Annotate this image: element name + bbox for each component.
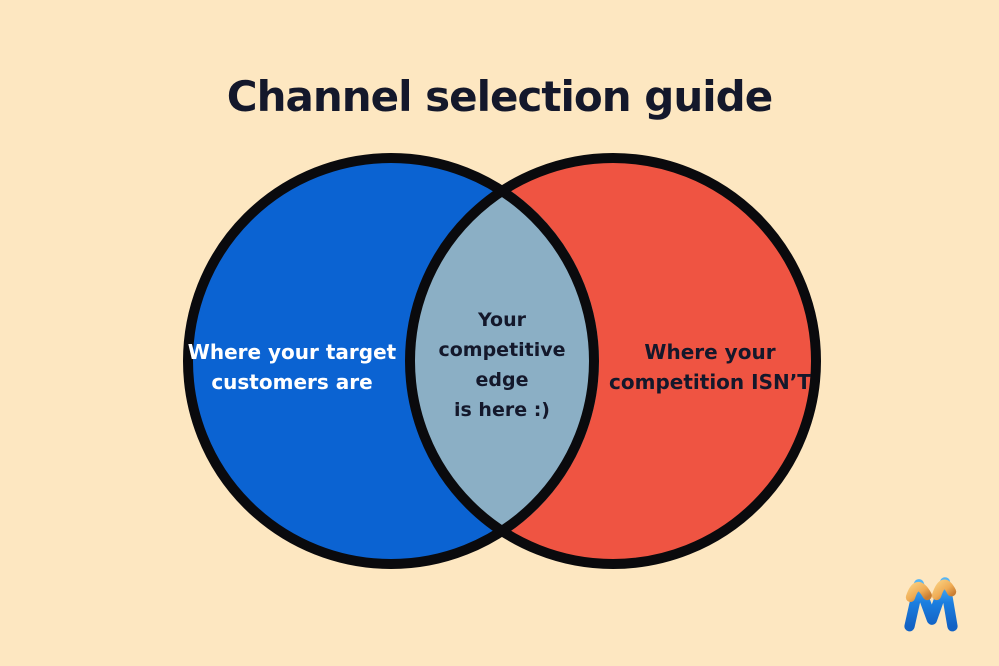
- left-circle-label: Where your target customers are: [187, 340, 397, 394]
- m-logo-right-cap: [931, 579, 957, 601]
- m-logo-blue-strokes: [904, 577, 958, 632]
- right-circle-label: Where your competition ISN’T: [609, 340, 811, 394]
- m-logo-icon: [904, 577, 958, 632]
- page-title: Channel selection guide: [226, 72, 773, 121]
- intersection-lens: [410, 158, 599, 564]
- intersection-label: Your competitive edge is here :): [438, 309, 566, 421]
- right-circle-outline: [405, 153, 821, 569]
- m-logo-left-cap: [905, 582, 932, 602]
- left-circle-outline: [183, 153, 599, 569]
